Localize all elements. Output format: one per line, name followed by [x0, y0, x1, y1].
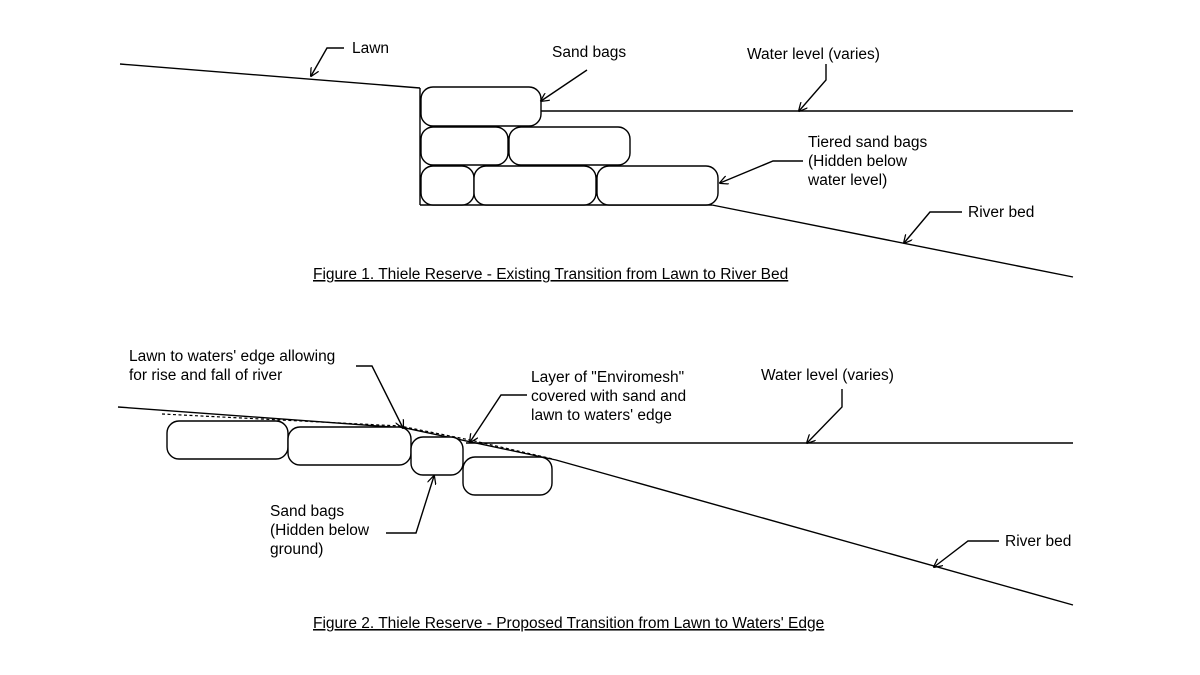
water-level-label: Water level (varies) — [761, 367, 894, 384]
tiered-bags-label-line3: water level) — [807, 172, 887, 189]
sand-bag — [596, 165, 719, 206]
figure-1-caption: Figure 1. Thiele Reserve - Existing Tran… — [313, 266, 788, 283]
hidden-bags-label-line2: (Hidden below — [270, 522, 370, 539]
lawn-edge-callout-arrow — [356, 365, 403, 428]
enviromesh-label-line1: Layer of "Enviromesh" — [531, 369, 684, 386]
water-level-callout-arrow — [807, 389, 843, 443]
tiered-bags-label-line1: Tiered sand bags — [808, 134, 927, 151]
river-bed-line — [711, 204, 1074, 278]
sand-bag — [462, 456, 553, 496]
tiered-bags-callout-arrow — [720, 160, 803, 183]
sand-bags-callout-arrow — [541, 69, 588, 101]
river-bed-label: River bed — [968, 204, 1034, 221]
lawn-edge-label-line2: for rise and fall of river — [129, 367, 282, 384]
river-bed-callout-arrow — [904, 211, 962, 243]
sand-bag — [473, 165, 597, 206]
enviromesh-label-line3: lawn to waters' edge — [531, 407, 672, 424]
hidden-bags-label-line3: ground) — [270, 541, 323, 558]
hidden-bags-callout-arrow — [386, 476, 434, 534]
ground-line — [117, 406, 1074, 606]
hidden-bags-label-line1: Sand bags — [270, 503, 344, 520]
water-level-callout-arrow — [799, 64, 827, 111]
sand-bags-label: Sand bags — [552, 44, 626, 61]
river-bed-label: River bed — [1005, 533, 1071, 550]
figure-1: Lawn Sand bags Water level (varies) Tier… — [119, 40, 1074, 283]
tiered-bags-label-line2: (Hidden below — [808, 153, 908, 170]
sand-bag — [420, 126, 509, 166]
sand-bag — [166, 420, 289, 460]
enviromesh-label-line2: covered with sand and — [531, 388, 686, 405]
figure-2-caption: Figure 2. Thiele Reserve - Proposed Tran… — [313, 615, 824, 632]
lawn-callout-arrow — [311, 47, 344, 76]
sand-bag — [420, 165, 475, 206]
sand-bag — [420, 86, 542, 127]
sand-bag — [410, 436, 464, 476]
figure-2: Lawn to waters' edge allowing for rise a… — [117, 348, 1074, 632]
enviromesh-callout-arrow — [470, 394, 527, 442]
lawn-label: Lawn — [352, 40, 389, 57]
enviromesh-layer — [161, 413, 554, 460]
sand-bag — [287, 426, 412, 466]
lawn-edge-label-line1: Lawn to waters' edge allowing — [129, 348, 335, 365]
sand-bag — [508, 126, 631, 166]
water-level-label: Water level (varies) — [747, 46, 880, 63]
lawn-line — [119, 63, 421, 89]
river-bed-callout-arrow — [934, 540, 999, 567]
